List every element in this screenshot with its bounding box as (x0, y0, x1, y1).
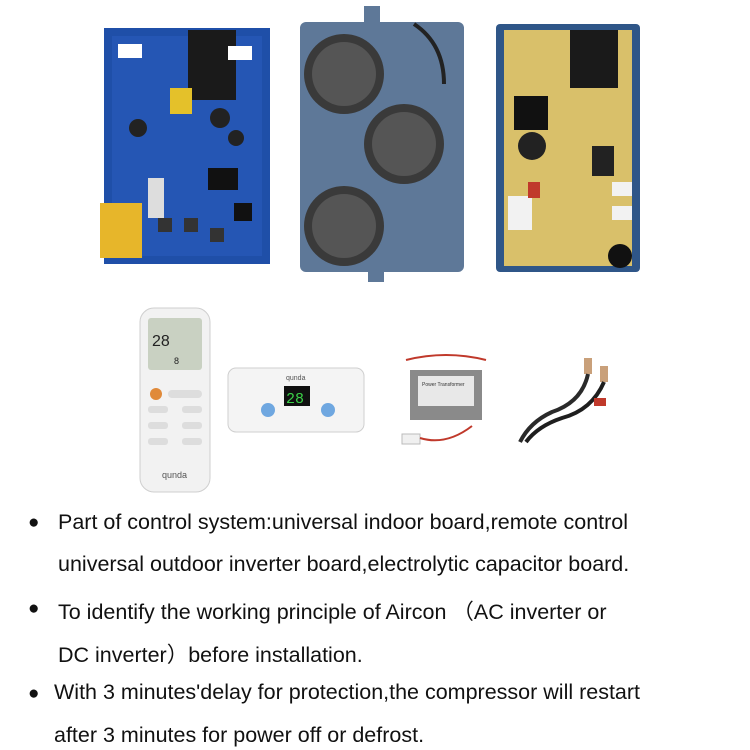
transformer-image: Power Transformer (396, 350, 496, 454)
capacitor-board-image (294, 4, 470, 284)
transformer-label: Power Transformer (422, 382, 465, 388)
bullet-3-line-1: With 3 minutes'delay for protection,the … (54, 680, 641, 704)
bullet-2-line-1: To identify the working principle of Air… (58, 600, 607, 624)
remote-control-image: 28 8 qunda (138, 306, 212, 494)
bullet-1-line-2: universal outdoor inverter board,electro… (58, 552, 630, 576)
outdoor-board-image (492, 6, 644, 280)
bullet-1-line-1: Part of control system:universal indoor … (58, 510, 629, 534)
display-panel-image: 28 qunda (226, 366, 366, 434)
remote-display-temp: 28 (152, 333, 170, 350)
bullet-dot: ● (28, 598, 40, 619)
panel-brand: qunda (286, 375, 306, 382)
bullet-dot: ● (28, 683, 40, 704)
bullet-3-line-2: after 3 minutes for power off or defrost… (54, 723, 425, 747)
indoor-board-image (98, 18, 276, 270)
remote-brand: qunda (162, 470, 187, 480)
bullet-dot: ● (28, 512, 40, 533)
svg-text:8: 8 (174, 356, 179, 366)
bullet-2-line-2: DC inverter）before installation. (58, 643, 363, 667)
sensor-cable-image (512, 352, 614, 448)
panel-display-value: 28 (286, 391, 304, 408)
